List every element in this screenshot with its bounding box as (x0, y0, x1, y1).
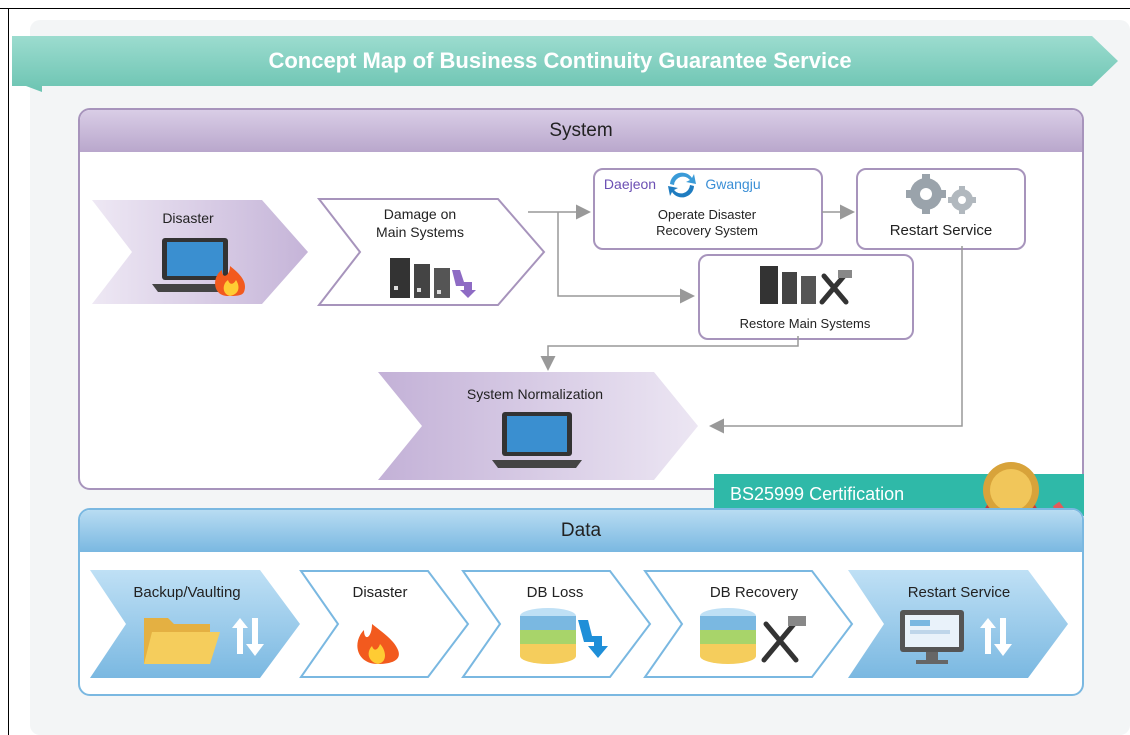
frame-left-border (8, 8, 9, 735)
data-step-disaster: Disaster (352, 584, 408, 601)
frame-top-border (0, 8, 1130, 9)
restart-service-label: Restart Service (889, 222, 993, 239)
monitor-updown-icon (900, 610, 1012, 664)
system-header: System (80, 110, 1082, 152)
operate-label-line2: Recovery System (656, 223, 758, 238)
fire-icon (357, 624, 399, 664)
database-down-icon (520, 608, 608, 664)
damage-label-line2: Main Systems (376, 224, 464, 240)
data-step-dbloss: DB Loss (526, 584, 584, 601)
database-repair-icon (700, 608, 806, 664)
normalization-label: System Normalization (466, 386, 604, 402)
folder-updown-icon (144, 618, 264, 664)
page-title: Concept Map of Business Continuity Guara… (268, 48, 852, 73)
damage-chevron (316, 198, 546, 306)
restore-main-label: Restore Main Systems (739, 316, 871, 331)
certification-label: BS25999 Certification (730, 484, 905, 504)
laptop-fire-icon (152, 238, 246, 296)
title-banner (12, 36, 1118, 92)
disaster-label: Disaster (162, 210, 214, 226)
gears-icon (906, 174, 976, 214)
data-step-restart: Restart Service (907, 584, 1011, 601)
restart-service-box (856, 168, 1026, 250)
data-header: Data (80, 510, 1082, 552)
gwangju-label: Gwangju (705, 176, 761, 192)
laptop-icon (492, 412, 582, 468)
data-step-backup: Backup/Vaulting (133, 584, 241, 601)
operate-label-line1: Operate Disaster (657, 207, 757, 222)
disaster-data-chevron (299, 570, 470, 678)
sync-arrows-icon (668, 172, 696, 198)
servers-down-icon (390, 258, 476, 298)
damage-label-line1: Damage on (383, 206, 457, 222)
operate-dr-box (593, 168, 823, 250)
daejeon-label: Daejeon (603, 176, 657, 192)
servers-repair-icon (760, 266, 852, 305)
data-step-dbrecovery: DB Recovery (709, 584, 799, 601)
